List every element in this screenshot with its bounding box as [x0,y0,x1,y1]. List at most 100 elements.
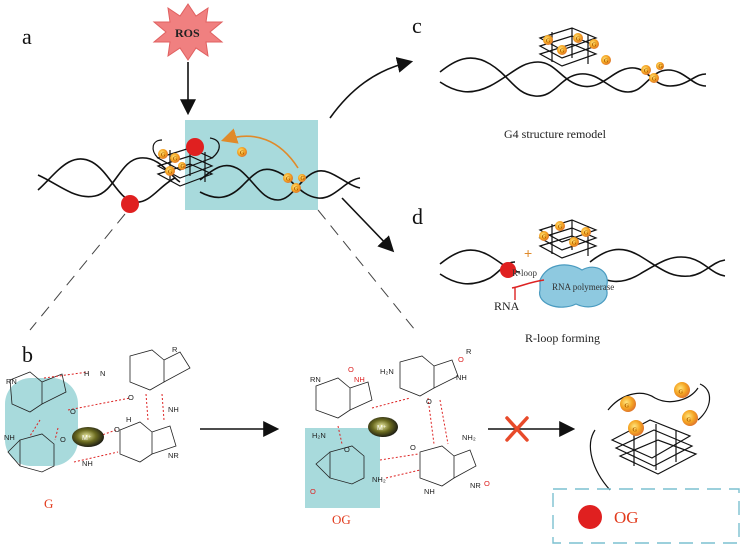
rna-strand [511,279,545,289]
og-marker-label: G [604,58,609,64]
svg-text:O: O [426,397,432,406]
svg-text:O: O [348,365,354,374]
svg-text:H₂N: H₂N [312,431,326,440]
rna-label: RNA [494,299,520,313]
g4-structure-distorted [589,383,711,491]
og-marker-label: G [180,164,185,170]
svg-text:NH: NH [456,373,467,382]
metal-ion-og [368,417,398,437]
metal-ion-g [72,427,104,447]
svg-text:NH₂: NH₂ [462,433,476,442]
g-highlight [5,378,78,466]
legend-og-dot [578,505,602,529]
og-quartet: RN O NH H₂N H₂N NH O R O NH₂ O O NR NH O… [305,347,490,508]
base-label-og: OG [332,512,351,527]
svg-text:N: N [100,369,105,378]
svg-text:NH: NH [424,487,435,496]
panel-label-c: c [412,13,422,38]
caption-d: R-loop forming [525,331,600,345]
og-marker-label: G [678,390,683,396]
panel-label-d: d [412,204,423,229]
g4-structure-c [538,27,598,67]
dna-strand-c [439,57,707,97]
svg-text:NR: NR [470,481,481,490]
og-marker-label: G [240,150,245,156]
og-marker-label: G [173,156,178,162]
panel-label-a: a [22,24,32,49]
svg-text:H₂N: H₂N [380,367,394,376]
orange-arrow-a [220,128,299,169]
svg-text:RN: RN [6,377,17,386]
svg-text:O: O [484,479,490,488]
svg-text:R: R [172,345,178,354]
og-marker-label: G [584,230,589,236]
base-label-g: G [44,496,53,511]
polymerase-blob [539,264,608,308]
svg-text:O: O [310,487,316,496]
svg-text:H: H [84,369,89,378]
ros-burst: ROS [152,3,224,61]
g-quartet: RN O H N O R NH H NH NH O NR O [4,345,191,473]
svg-text:O: O [60,435,66,444]
block-x-icon [505,416,529,442]
og-marker-label: G [168,169,173,175]
svg-text:O: O [410,443,416,452]
metal-ion-label-og: M⁺ [377,425,387,432]
ros-label: ROS [175,26,200,40]
caption-c: G4 structure remodel [504,127,607,141]
guide-line-right [317,209,416,331]
og-marker-label: G [542,234,547,240]
og-dot-a-strand [121,195,139,213]
svg-text:O: O [70,407,76,416]
og-marker-label: G [632,428,637,434]
svg-text:O: O [344,445,350,454]
og-spheres-distorted: G G G G [620,382,698,436]
arrow-to-d [341,197,395,253]
og-marker-label: G [572,240,577,246]
arrow-to-c [329,57,414,119]
og-marker-label: G [286,176,291,182]
og-marker-label: G [592,42,597,48]
panel-label-b: b [22,342,33,367]
svg-text:NH: NH [354,375,365,384]
legend-box [552,488,740,544]
og-marker-label: G [161,152,166,158]
svg-text:O: O [128,393,134,402]
svg-text:NH: NH [4,433,15,442]
og-marker-label: G [644,68,649,74]
og-dot-a-large [186,138,204,156]
rloop-label: R-loop [512,268,538,278]
og-spheres-d: G G G G [539,221,591,247]
svg-text:NH: NH [82,459,93,468]
svg-text:O: O [458,355,464,364]
og-marker-label: G [300,176,305,182]
og-marker-label: G [686,418,691,424]
svg-text:NH₂: NH₂ [372,475,386,484]
plus-sign-d: + [524,245,532,261]
og-marker-label: G [546,38,551,44]
og-marker-label: G [560,48,565,54]
svg-text:NR: NR [168,451,179,460]
svg-text:R: R [466,347,472,356]
svg-text:NH: NH [168,405,179,414]
metal-ion-label-g: M⁺ [82,435,92,442]
svg-text:RN: RN [310,375,321,384]
og-highlight [305,428,380,508]
og-marker-label: G [652,76,657,82]
dna-strand-a [37,157,361,203]
g4-structure-d [538,219,598,259]
legend-label: OG [614,508,639,527]
og-marker-label: G [294,186,299,192]
polymerase-label: RNA polymerase [552,282,614,292]
svg-text:O: O [114,425,120,434]
og-marker-label: G [624,404,629,410]
guide-line-left [29,213,126,331]
og-marker-label: G [658,64,663,70]
og-marker-label: G [576,36,581,42]
og-dot-d [500,262,516,278]
og-marker-label: G [558,224,563,230]
svg-text:H: H [126,415,131,424]
